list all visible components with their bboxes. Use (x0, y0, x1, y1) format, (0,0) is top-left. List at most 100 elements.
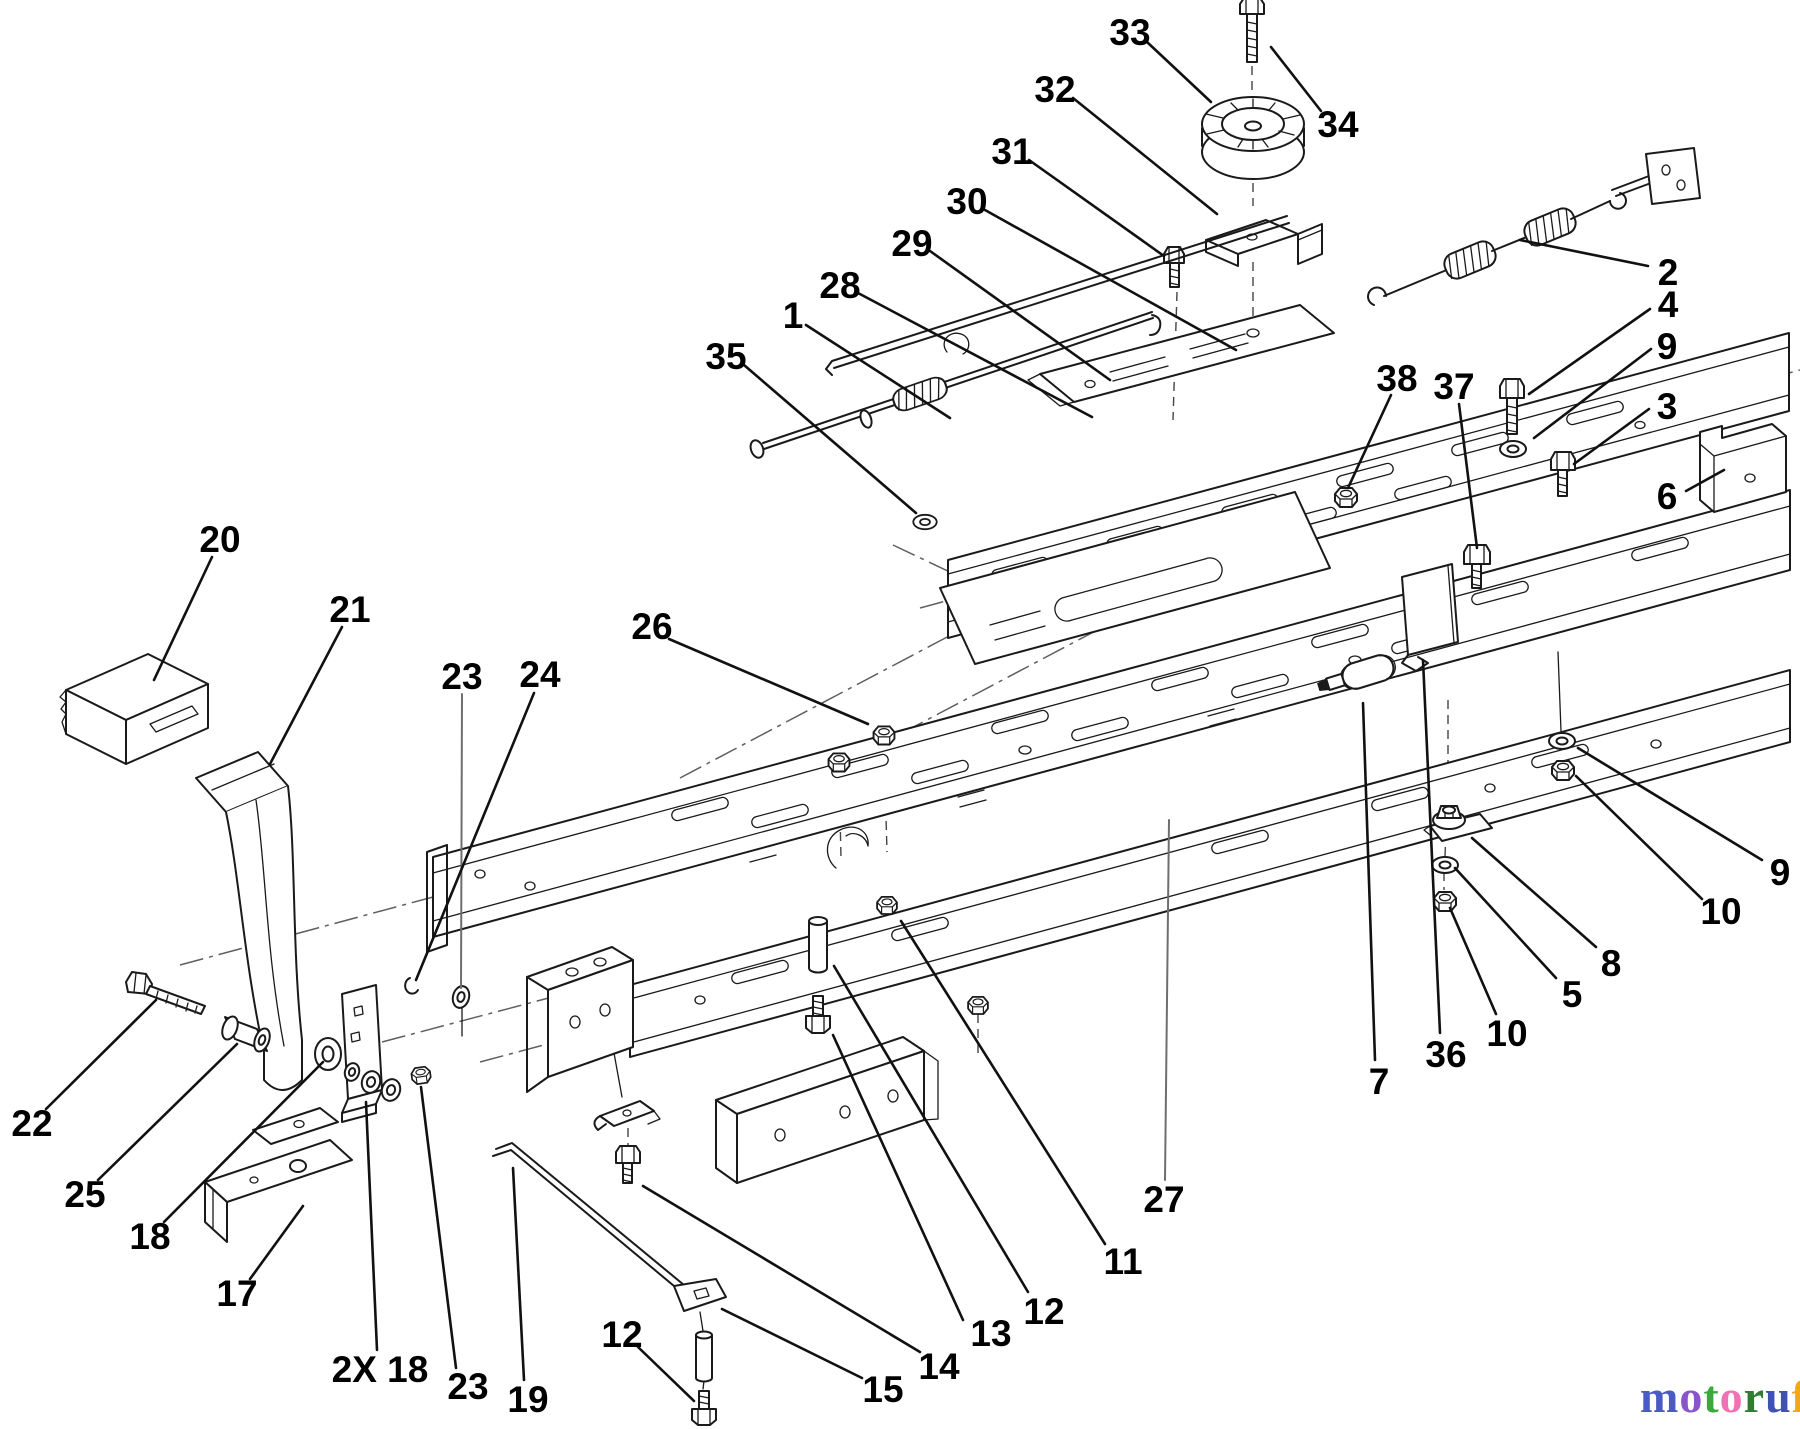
washer-35 (912, 513, 938, 531)
callout-36: 36 (1425, 1034, 1466, 1075)
leader-line-12 (832, 964, 1030, 1294)
nut-rail-center (876, 896, 898, 915)
leader-line-19 (511, 1166, 526, 1382)
callout-17: 17 (216, 1273, 257, 1314)
nut-26 (872, 725, 896, 746)
callout-1: 1 (783, 295, 804, 336)
leader-line-1 (804, 323, 952, 420)
leader-line-21 (268, 625, 344, 766)
callout-8: 8 (1601, 943, 1622, 984)
leader-line-18 (162, 1060, 325, 1224)
callout-13: 13 (970, 1313, 1011, 1354)
frame-rail-lower (629, 669, 1791, 1058)
pedal-pad-20 (59, 653, 209, 765)
callout-9: 9 (1657, 326, 1678, 367)
rail-hook-clip (826, 826, 869, 869)
clamp-screw-14 (615, 1145, 641, 1184)
nut-26b (827, 752, 851, 773)
callout-24: 24 (519, 654, 561, 695)
leader-line-25 (96, 1042, 239, 1182)
leader-line-14 (641, 1184, 922, 1354)
flange-nut-keyhole-8 (1423, 805, 1493, 842)
leader-line-6 (1684, 468, 1726, 493)
interlock-switch-7 (1317, 654, 1396, 692)
callout-9: 9 (1770, 852, 1791, 893)
leader-line-28 (856, 291, 1094, 419)
spacer-25 (221, 1015, 271, 1053)
leader-line-13 (831, 1033, 965, 1322)
leader-line-22 (44, 998, 158, 1111)
leader-line-30 (983, 208, 1238, 352)
leader-line-29 (928, 249, 1112, 382)
callout-7: 7 (1369, 1061, 1390, 1102)
hex-bolt-4 (1499, 378, 1525, 435)
callout-2: 2 (1658, 252, 1679, 293)
callout-19: 19 (507, 1379, 548, 1420)
leader-line-9 (1576, 746, 1764, 862)
leader-line-3 (1572, 407, 1651, 466)
mount-bracket-17 (204, 1107, 353, 1243)
nut-23-lower (409, 1065, 433, 1086)
washer-9-right (1499, 440, 1527, 458)
pivot-bracket (341, 984, 383, 1123)
bolt-13 (805, 995, 831, 1034)
callout-12: 12 (601, 1314, 642, 1355)
leader-line-27 (1164, 819, 1170, 1181)
center-mount-plate (939, 491, 1331, 665)
leader-line-17 (248, 1204, 305, 1281)
leader-line-10 (1448, 906, 1498, 1016)
nut-38 (1334, 487, 1358, 508)
crossmember-center-channel (715, 1036, 939, 1184)
leader-line-32 (1071, 96, 1219, 216)
callout-12: 12 (1023, 1291, 1064, 1332)
frame-artwork (59, 0, 1800, 1426)
leader-line-11 (899, 919, 1107, 1246)
leader-line-12 (636, 1345, 696, 1403)
idler-bolt-34 (1239, 0, 1265, 63)
callout-37: 37 (1433, 366, 1474, 407)
motoruf-logo[interactable]: motoruf.de (1640, 1371, 1800, 1422)
brake-rod-damper-1 (749, 311, 1162, 459)
screw-3 (1550, 451, 1576, 497)
leader-line-23 (460, 693, 463, 989)
leader-line-20 (152, 555, 214, 682)
callout-27: 27 (1143, 1179, 1184, 1220)
leader-line-36 (1421, 658, 1442, 1035)
leader-line-15 (720, 1307, 864, 1380)
leader-line-4 (1527, 307, 1652, 396)
callout-38: 38 (1376, 358, 1417, 399)
leader-line-2X18 (364, 1100, 379, 1352)
spacer-15 (695, 1335, 713, 1383)
callout-25: 25 (64, 1174, 105, 1215)
callout-leader-lines (44, 40, 1764, 1403)
bracket-6 (1699, 423, 1787, 513)
motoruf-logo-text[interactable]: motoruf.de (1640, 1371, 1800, 1422)
switch-bracket-36 (1401, 563, 1459, 672)
callout-29: 29 (891, 223, 932, 264)
washer-9-lower (1548, 732, 1576, 750)
bolt-22 (125, 971, 206, 1015)
callout-34: 34 (1317, 104, 1359, 145)
washer-5 (1431, 856, 1459, 874)
pedal-arm-21 (195, 751, 303, 1091)
callout-31: 31 (991, 131, 1032, 172)
callout-2X18: 2X 18 (332, 1349, 429, 1390)
leader-line-26 (667, 637, 870, 726)
leader-line-33 (1145, 40, 1213, 104)
callout-33: 33 (1109, 12, 1150, 53)
callout-18: 18 (129, 1216, 170, 1257)
callout-32: 32 (1034, 69, 1075, 110)
callout-6: 6 (1657, 476, 1678, 517)
rod-guide-clamp (593, 1100, 661, 1184)
spacer-12-upper (808, 916, 828, 974)
callout-23: 23 (447, 1366, 488, 1407)
callout-28: 28 (819, 265, 860, 306)
bolt-12-lower (691, 1390, 717, 1426)
callout-35: 35 (705, 336, 746, 377)
control-rod-upper (825, 215, 1290, 376)
callout-3: 3 (1657, 386, 1678, 427)
callout-23: 23 (441, 656, 482, 697)
